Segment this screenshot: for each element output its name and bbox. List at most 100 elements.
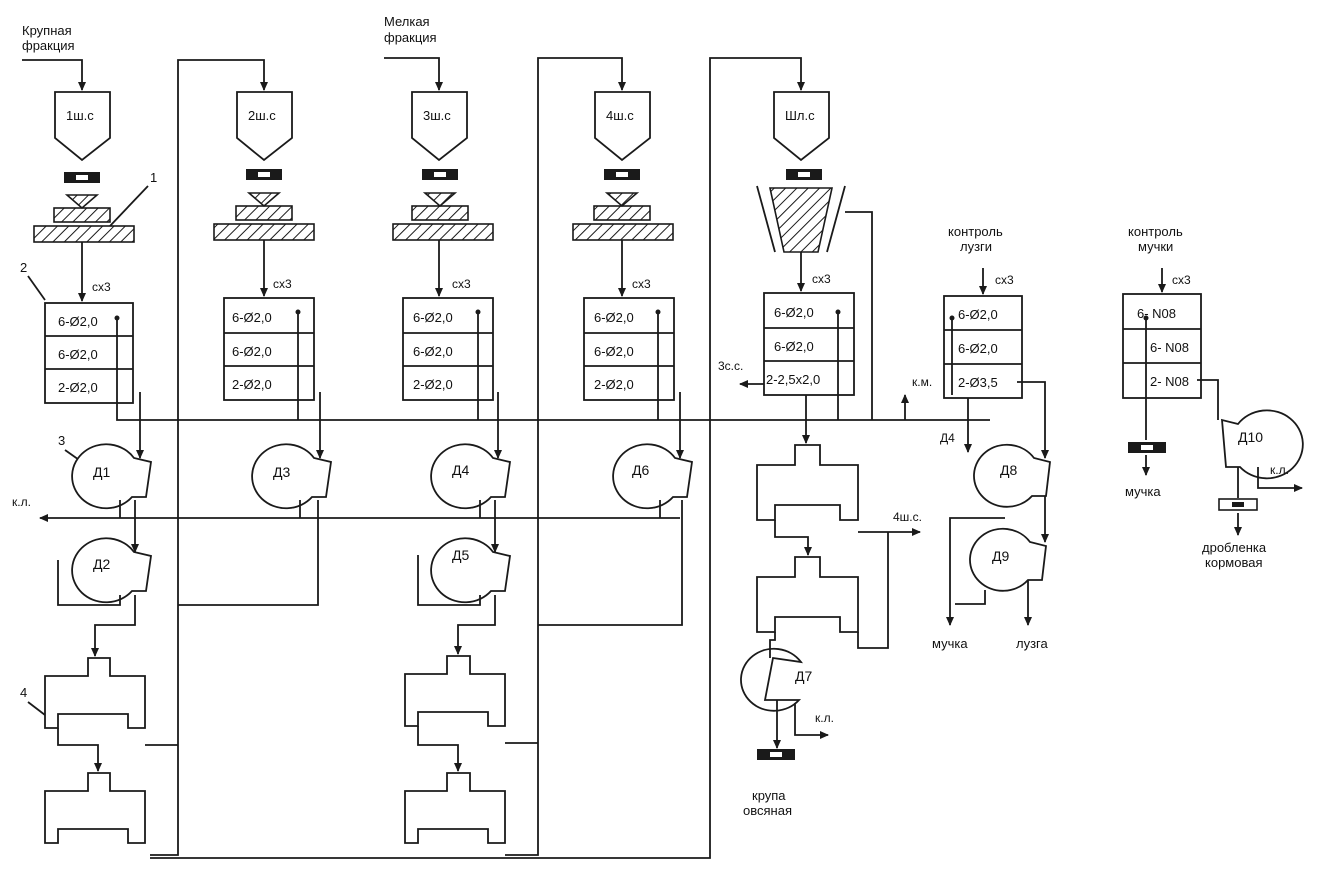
svg-text:Д7: Д7 — [795, 668, 812, 684]
fine-fraction-label: Мелкая — [384, 14, 430, 29]
sifter-2: 6-Ø2,0 6-Ø2,0 2-Ø2,0 — [223, 297, 315, 401]
svg-text:сх3: сх3 — [1172, 273, 1191, 287]
callouts: 1 2 3 4 — [20, 170, 157, 716]
svg-text:Д3: Д3 — [273, 464, 290, 480]
svg-text:2- N08: 2- N08 — [1150, 374, 1189, 389]
aspirator-d10: Д10 — [1220, 409, 1304, 480]
sifter-flour-control: 6- N08 6- N08 2- N08 — [1122, 293, 1202, 399]
svg-text:6-Ø2,0: 6-Ø2,0 — [774, 339, 814, 354]
sieve-labels: сх3 сх3 сх3 сх3 сх3 сх3 сх3 — [92, 272, 1191, 294]
sifter-husk-control: 6-Ø2,0 6-Ø2,0 2-Ø3,5 — [943, 295, 1023, 399]
svg-text:2: 2 — [20, 260, 27, 275]
svg-text:кормовая: кормовая — [1205, 555, 1263, 570]
flow-labels: к.л. к.л. к.л. к.м. 3с.с. 4ш.с. Д4 — [12, 359, 1289, 725]
aspirator-d5: Д5 — [430, 537, 512, 604]
svg-text:мучка: мучка — [932, 636, 968, 651]
hopper-label: 2ш.с — [248, 108, 276, 123]
svg-text:Д8: Д8 — [1000, 462, 1017, 478]
flow-lines — [22, 57, 1303, 859]
separator-4 — [404, 772, 506, 844]
separator-6 — [756, 556, 859, 633]
svg-text:Д1: Д1 — [93, 464, 110, 480]
svg-text:овсяная: овсяная — [743, 803, 792, 818]
huller-1 — [33, 194, 135, 243]
svg-text:сх3: сх3 — [273, 277, 292, 291]
hopper-4: 4ш.с — [594, 91, 651, 162]
svg-text:1: 1 — [150, 170, 157, 185]
aspirator-d1: Д1 — [71, 443, 153, 510]
flour-control-title: контроль — [1128, 224, 1183, 239]
flour-control-title-2: мучки — [1138, 239, 1173, 254]
svg-text:3с.с.: 3с.с. — [718, 359, 743, 373]
svg-text:Д10: Д10 — [1238, 429, 1263, 445]
svg-text:сх3: сх3 — [632, 277, 651, 291]
hopper-label: 1ш.с — [66, 108, 94, 123]
svg-text:2-Ø3,5: 2-Ø3,5 — [958, 375, 998, 390]
svg-text:мучка: мучка — [1125, 484, 1161, 499]
aspirator-d8: Д8 — [973, 443, 1051, 508]
coarse-fraction-label-2: фракция — [22, 38, 75, 53]
svg-text:дробленка: дробленка — [1202, 540, 1267, 555]
svg-text:6-Ø2,0: 6-Ø2,0 — [958, 341, 998, 356]
feeder-icons — [64, 169, 822, 183]
aspirator-d9: Д9 — [969, 527, 1047, 592]
hopper-1: 1ш.с — [54, 91, 111, 162]
svg-text:6-Ø2,0: 6-Ø2,0 — [58, 314, 98, 329]
separator-3 — [404, 655, 506, 727]
svg-text:сх3: сх3 — [995, 273, 1014, 287]
svg-text:2-Ø2,0: 2-Ø2,0 — [232, 377, 272, 392]
svg-text:6-Ø2,0: 6-Ø2,0 — [594, 344, 634, 359]
svg-text:6- N08: 6- N08 — [1137, 306, 1176, 321]
svg-text:6-Ø2,0: 6-Ø2,0 — [413, 310, 453, 325]
aspirator-d3: Д3 — [251, 443, 333, 510]
svg-text:сх3: сх3 — [452, 277, 471, 291]
svg-text:6-Ø2,0: 6-Ø2,0 — [58, 347, 98, 362]
separator-2 — [44, 772, 146, 844]
svg-text:6-Ø2,0: 6-Ø2,0 — [232, 344, 272, 359]
svg-text:2-Ø2,0: 2-Ø2,0 — [413, 377, 453, 392]
aspirator-d4: Д4 — [430, 443, 512, 510]
coarse-fraction-label: Крупная — [22, 23, 72, 38]
svg-text:2-2,5х2,0: 2-2,5х2,0 — [766, 372, 820, 387]
svg-text:сх3: сх3 — [812, 272, 831, 286]
svg-text:к.л.: к.л. — [12, 495, 31, 509]
hopper-label: Шл.с — [785, 108, 815, 123]
hopper-2: 2ш.с — [236, 91, 293, 162]
sifter-3: 6-Ø2,0 6-Ø2,0 2-Ø2,0 — [402, 297, 494, 401]
huller-5-conical — [756, 185, 846, 253]
aspirator-d2: Д2 — [71, 537, 153, 604]
fine-fraction-label-2: фракция — [384, 30, 437, 45]
svg-text:2-Ø2,0: 2-Ø2,0 — [594, 377, 634, 392]
svg-text:Д4: Д4 — [940, 431, 955, 445]
separator-5 — [756, 444, 859, 521]
sifter-1: 6-Ø2,0 6-Ø2,0 2-Ø2,0 — [44, 302, 134, 404]
svg-text:Д5: Д5 — [452, 547, 469, 563]
hopper-3: 3ш.с — [411, 91, 468, 162]
svg-text:2-Ø2,0: 2-Ø2,0 — [58, 380, 98, 395]
hopper-5: Шл.с — [773, 91, 830, 162]
svg-text:к.л.: к.л. — [1270, 463, 1289, 477]
output-feeder-icons — [757, 442, 1258, 760]
svg-text:6-Ø2,0: 6-Ø2,0 — [413, 344, 453, 359]
svg-text:6-Ø2,0: 6-Ø2,0 — [232, 310, 272, 325]
husk-control-title: контроль — [948, 224, 1003, 239]
huller-3 — [392, 192, 494, 241]
output-labels: крупа овсяная мучка лузга мучка дробленк… — [743, 484, 1267, 818]
svg-text:6-Ø2,0: 6-Ø2,0 — [774, 305, 814, 320]
svg-text:6-Ø2,0: 6-Ø2,0 — [958, 307, 998, 322]
huller-4 — [572, 192, 674, 241]
svg-text:Д9: Д9 — [992, 548, 1009, 564]
svg-text:Д2: Д2 — [93, 556, 110, 572]
huller-2 — [213, 192, 315, 241]
svg-text:лузга: лузга — [1016, 636, 1049, 651]
svg-text:Д4: Д4 — [452, 462, 469, 478]
svg-text:крупа: крупа — [752, 788, 786, 803]
svg-text:Д6: Д6 — [632, 462, 649, 478]
sifter-5: 6-Ø2,0 6-Ø2,0 2-2,5х2,0 — [763, 292, 855, 396]
svg-text:4ш.с.: 4ш.с. — [893, 510, 922, 524]
svg-text:к.л.: к.л. — [815, 711, 834, 725]
hopper-label: 4ш.с — [606, 108, 634, 123]
svg-text:4: 4 — [20, 685, 27, 700]
svg-text:3: 3 — [58, 433, 65, 448]
